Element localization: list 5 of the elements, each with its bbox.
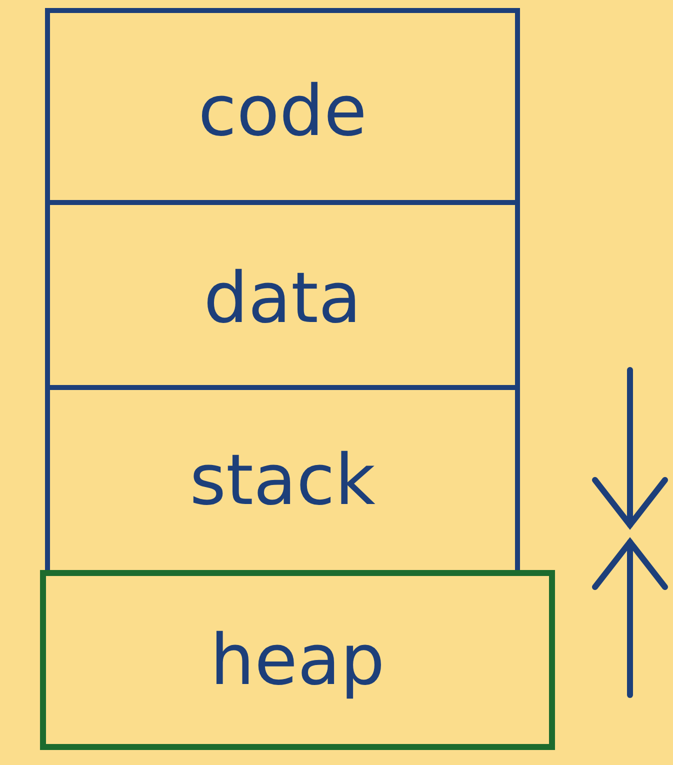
- segment-label: code: [198, 76, 367, 146]
- memory-segment: [45, 385, 520, 570]
- segment-label: data: [204, 262, 362, 332]
- highlighted-segment: [40, 570, 555, 750]
- segment-label: stack: [190, 445, 376, 515]
